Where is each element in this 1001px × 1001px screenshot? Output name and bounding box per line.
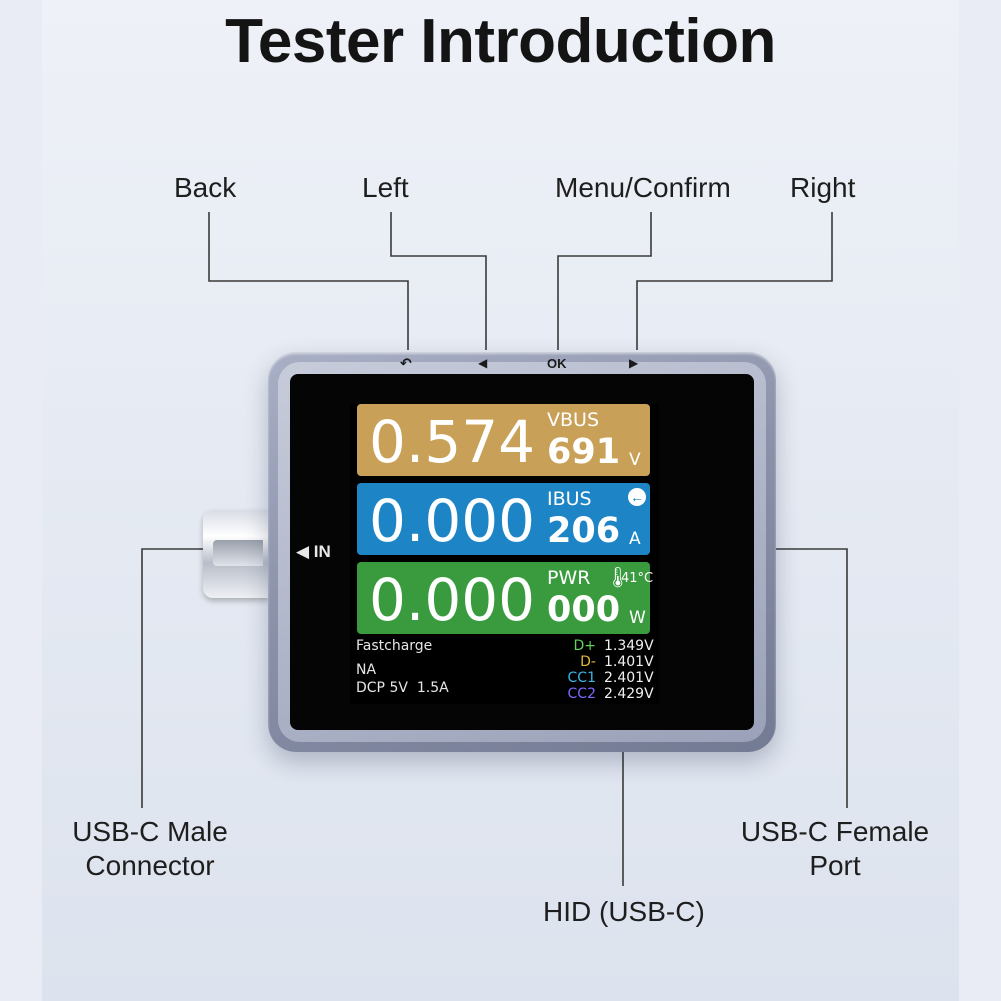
leader-line-right bbox=[636, 212, 833, 350]
in-port-label: ◀ IN bbox=[296, 542, 331, 561]
reading-value: 1.401V bbox=[604, 654, 654, 670]
ibus-label: IBUS bbox=[547, 488, 592, 510]
vbus-panel: 0.574 VBUS 691 V bbox=[357, 404, 650, 476]
leader-line-menu bbox=[557, 212, 652, 350]
thermometer-icon: 🌡 bbox=[605, 567, 631, 589]
leader-line-back bbox=[208, 212, 409, 350]
pwr-secondary: 000 bbox=[547, 590, 621, 630]
reading-row: D+ 1.349V bbox=[562, 638, 654, 654]
vbus-unit: V bbox=[629, 450, 641, 470]
ibus-panel: 0.000 IBUS ← 206 A bbox=[357, 483, 650, 555]
vbus-label: VBUS bbox=[547, 409, 599, 431]
reading-label: CC2 bbox=[567, 686, 596, 702]
pwr-panel: 0.000 PWR 🌡 41°C 000 W bbox=[357, 562, 654, 634]
reading-row: CC1 2.401V bbox=[562, 670, 654, 686]
back-arrow-icon[interactable]: ↶ bbox=[400, 355, 412, 371]
right-triangle-icon[interactable]: ▶ bbox=[629, 356, 639, 370]
page-title: Tester Introduction bbox=[225, 7, 776, 76]
arrow-left-circle-icon: ← bbox=[628, 488, 646, 506]
reading-value: 1.349V bbox=[604, 638, 654, 654]
reading-row: CC2 2.429V bbox=[562, 686, 654, 702]
usb-c-connector-tongue bbox=[213, 540, 263, 566]
fastcharge-label: Fastcharge bbox=[356, 638, 433, 654]
vbus-value: 0.574 bbox=[369, 408, 536, 476]
pwr-unit: W bbox=[629, 608, 646, 628]
reading-label: CC1 bbox=[567, 670, 596, 686]
callout-right: Right bbox=[790, 172, 856, 203]
vbus-secondary: 691 bbox=[547, 432, 621, 472]
callout-usb-c-female: USB-C Female Port bbox=[730, 816, 940, 882]
reading-value: 2.429V bbox=[604, 686, 654, 702]
line-readings: D+ 1.349V D- 1.401V CC1 2.401V CC2 2.429… bbox=[562, 638, 654, 702]
mode-value: DCP 5V 1.5A bbox=[356, 680, 449, 696]
reading-label: D+ bbox=[573, 638, 596, 654]
callout-usb-c-female-line2: Port bbox=[809, 850, 861, 881]
protocol-value: NA bbox=[356, 662, 377, 678]
tester-screen: 0.574 VBUS 691 V 0.000 IBUS ← 206 A 0.00… bbox=[350, 404, 659, 704]
pwr-value: 0.000 bbox=[369, 566, 536, 634]
callout-back: Back bbox=[174, 172, 237, 203]
callout-usb-c-male-line1: USB-C Male bbox=[72, 816, 228, 847]
callout-hid: HID (USB-C) bbox=[543, 896, 705, 927]
callout-usb-c-male: USB-C Male Connector bbox=[60, 816, 240, 882]
ibus-secondary: 206 bbox=[547, 511, 621, 551]
callout-usb-c-male-line2: Connector bbox=[85, 850, 215, 881]
leader-line-usb-male bbox=[141, 548, 205, 808]
callout-usb-c-female-line1: USB-C Female bbox=[740, 816, 930, 847]
leader-line-usb-female bbox=[776, 548, 848, 808]
pwr-label: PWR bbox=[547, 567, 591, 589]
callout-left: Left bbox=[362, 172, 409, 203]
ok-button[interactable]: OK bbox=[547, 356, 567, 371]
reading-value: 2.401V bbox=[604, 670, 654, 686]
pwr-temperature: 41°C bbox=[621, 571, 654, 586]
usb-c-male-connector bbox=[203, 510, 269, 598]
ibus-unit: A bbox=[629, 529, 641, 549]
reading-label: D- bbox=[580, 654, 596, 670]
left-triangle-icon[interactable]: ◀ bbox=[478, 356, 488, 370]
callout-menu-confirm: Menu/Confirm bbox=[555, 172, 731, 203]
reading-row: D- 1.401V bbox=[562, 654, 654, 670]
leader-line-left bbox=[390, 212, 487, 350]
ibus-value: 0.000 bbox=[369, 487, 536, 555]
